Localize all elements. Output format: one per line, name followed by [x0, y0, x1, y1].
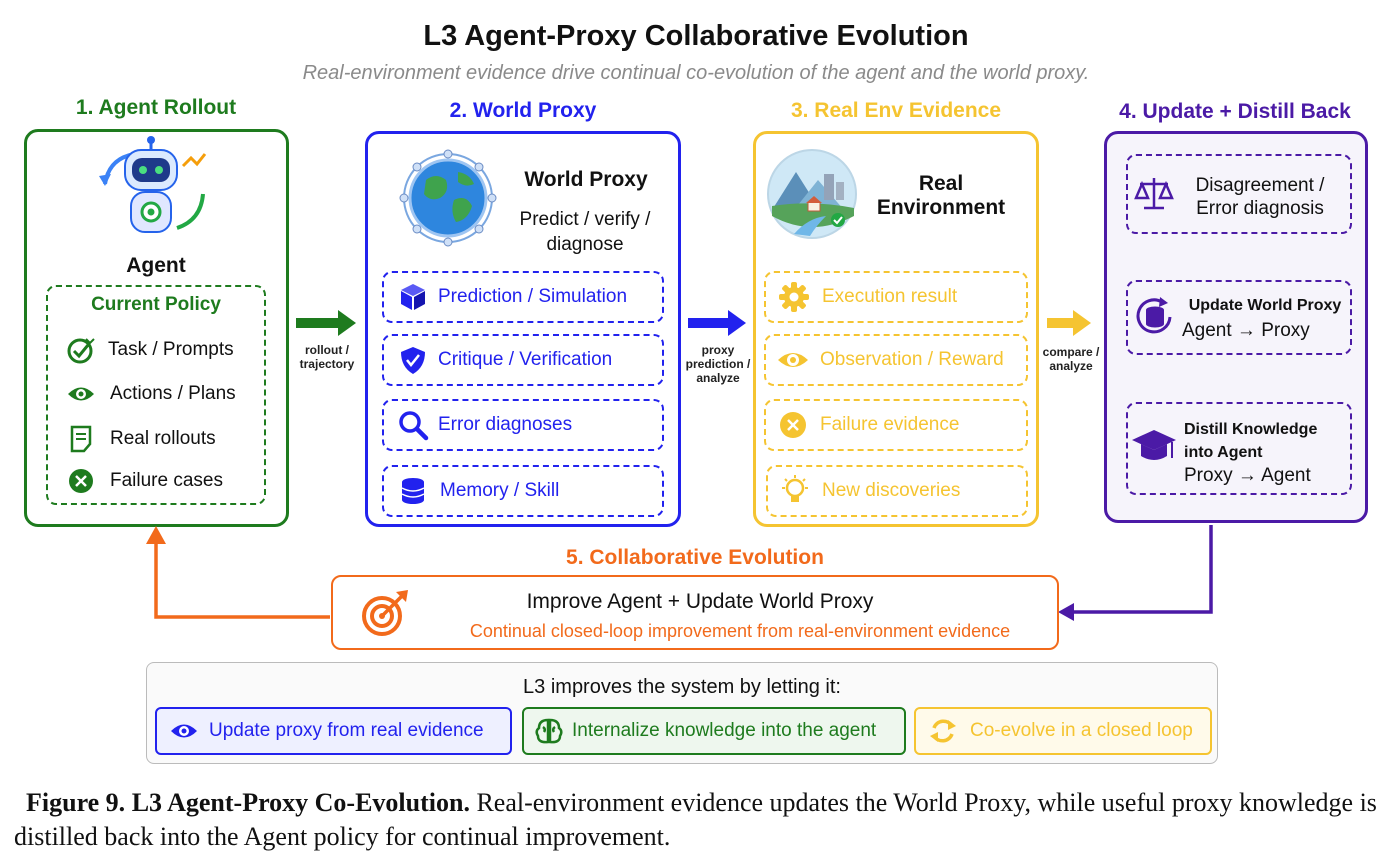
disagreement-line1: Disagreement / — [1195, 175, 1325, 196]
proxy-item-label: Memory / Skill — [440, 480, 560, 501]
eye-icon — [171, 724, 197, 738]
panel-collaborative-evolution — [331, 575, 1059, 650]
chip-label: Internalize knowledge into the agent — [572, 720, 877, 741]
policy-item-label: Failure cases — [110, 470, 223, 491]
disagreement-line2: Error diagnosis — [1196, 198, 1324, 219]
disagreement-text: Disagreement / Error diagnosis — [1180, 174, 1340, 220]
summary-title: L3 improves the system by letting it: — [523, 676, 841, 698]
distill-line2: into Agent — [1184, 444, 1263, 461]
gear-icon — [779, 282, 809, 312]
arrow-compare — [1047, 310, 1091, 336]
arrow-rollout-label: rollout / trajectory — [299, 343, 355, 371]
figure-subtitle: Real-environment evidence drive continua… — [302, 62, 1090, 84]
proxy-item-memory: Memory / Skill — [382, 465, 664, 517]
policy-item-failures: Failure cases — [66, 466, 223, 496]
update-proxy-direction: Agent → Proxy — [1182, 320, 1310, 341]
chip-label: Update proxy from real evidence — [209, 720, 484, 741]
real-environment-label: Real Environment — [876, 172, 1006, 219]
evolution-main: Improve Agent + Update World Proxy — [526, 590, 874, 613]
chip-co-evolve: Co-evolve in a closed loop — [914, 707, 1212, 755]
proxy-item-label: Critique / Verification — [438, 349, 613, 370]
brain-icon — [535, 718, 563, 744]
update-proxy-box — [1126, 280, 1352, 355]
chip-label: Co-evolve in a closed loop — [970, 720, 1193, 741]
magnifier-icon — [399, 411, 429, 441]
lightbulb-icon — [782, 475, 808, 502]
arrow-rollout — [296, 310, 356, 336]
distill-line1: Distill Knowledge — [1184, 421, 1318, 438]
env-item-execution: Execution result — [764, 271, 1028, 323]
panel2-heading: 2. World Proxy — [449, 99, 597, 122]
scales-icon — [1134, 178, 1174, 210]
chip-internalize: Internalize knowledge into the agent — [522, 707, 906, 755]
robot-icon — [99, 136, 207, 233]
database-refresh-icon — [1136, 297, 1172, 334]
policy-item-actions: Actions / Plans — [66, 379, 236, 409]
update-proxy-title: Update World Proxy — [1188, 297, 1342, 314]
proxy-item-label: Error diagnoses — [438, 414, 573, 435]
panel-real-env — [753, 131, 1039, 527]
x-circle-icon — [780, 412, 806, 438]
panel-agent-rollout — [24, 129, 289, 527]
target-check-icon — [67, 338, 95, 364]
proxy-item-label: Prediction / Simulation — [438, 286, 628, 307]
proxy-item-critique: Critique / Verification — [382, 334, 664, 386]
chip-update-proxy: Update proxy from real evidence — [155, 707, 512, 755]
shield-check-icon — [401, 347, 425, 374]
policy-item-task: Task / Prompts — [66, 335, 234, 365]
proxy-item-diagnoses: Error diagnoses — [382, 399, 664, 451]
graduation-cap-icon — [1132, 430, 1176, 460]
caption-text: Real-environment evidence updates the Wo… — [14, 788, 1377, 851]
policy-item-label: Real rollouts — [110, 428, 216, 449]
caption-label: Figure 9. — [26, 788, 126, 817]
arrow-to-agent — [154, 540, 330, 619]
eye-icon — [778, 353, 808, 367]
landscape-icon — [767, 149, 857, 239]
database-icon — [401, 478, 425, 504]
env-item-discoveries: New discoveries — [766, 465, 1028, 517]
panel3-heading: 3. Real Env Evidence — [790, 99, 1002, 122]
figure-title: L3 Agent-Proxy Collaborative Evolution — [423, 20, 969, 52]
panel-world-proxy — [365, 131, 681, 527]
world-proxy-desc: Predict / verify / diagnose — [519, 209, 651, 255]
caption-bold: L3 Agent-Proxy Co-Evolution. — [131, 788, 470, 817]
panel5-heading: 5. Collaborative Evolution — [566, 546, 824, 569]
env-item-observation: Observation / Reward — [764, 334, 1028, 386]
current-policy-title: Current Policy — [91, 294, 221, 315]
panel4-heading: 4. Update + Distill Back — [1119, 100, 1351, 123]
target-arrow-icon — [362, 590, 408, 636]
env-item-label: Execution result — [822, 286, 958, 307]
arrow-to-evolution — [1070, 525, 1213, 614]
x-circle-icon — [69, 469, 93, 493]
env-item-label: Observation / Reward — [820, 349, 1004, 370]
distill-direction: Proxy → Agent — [1184, 465, 1311, 486]
world-proxy-label: World Proxy — [524, 168, 648, 191]
globe-network-icon — [399, 149, 497, 247]
panel1-heading: 1. Agent Rollout — [75, 96, 237, 119]
figure-caption: Figure 9. L3 Agent-Proxy Co-Evolution. R… — [14, 786, 1380, 854]
evolution-sub: Continual closed-loop improvement from r… — [469, 621, 1011, 641]
distill-title: Distill Knowledge into Agent — [1184, 418, 1348, 464]
arrow-proxy-label: proxy prediction / analyze — [685, 343, 751, 385]
policy-item-rollouts: Real rollouts — [66, 424, 216, 454]
policy-item-label: Actions / Plans — [110, 383, 236, 404]
cube-icon — [401, 284, 425, 310]
proxy-item-prediction: Prediction / Simulation — [382, 271, 664, 323]
disagreement-box — [1126, 154, 1352, 234]
env-item-label: Failure evidence — [820, 414, 960, 435]
env-item-label: New discoveries — [822, 480, 961, 501]
arrow-compare-label: compare / analyze — [1042, 345, 1100, 373]
policy-item-label: Task / Prompts — [108, 339, 234, 360]
arrow-proxy-prediction — [688, 310, 746, 336]
distill-box — [1126, 402, 1352, 495]
document-icon — [70, 425, 92, 453]
eye-icon — [68, 387, 94, 401]
cycle-icon — [930, 719, 956, 743]
env-item-failure: Failure evidence — [764, 399, 1028, 451]
current-policy-box — [46, 285, 266, 505]
agent-label: Agent — [126, 254, 186, 277]
